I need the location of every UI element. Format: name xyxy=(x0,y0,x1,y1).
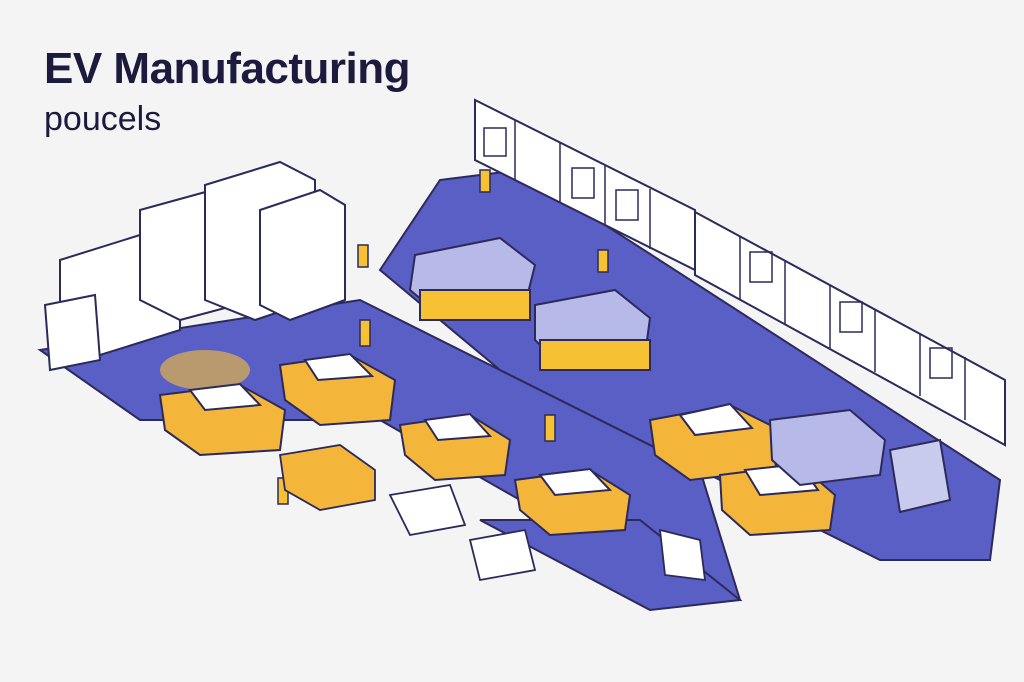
page-subtitle: poucels xyxy=(44,100,162,138)
car-row xyxy=(158,352,837,537)
welding-glow xyxy=(160,350,250,390)
car-5 xyxy=(648,402,782,482)
workers xyxy=(277,169,609,505)
wall-panels xyxy=(483,120,966,420)
car-2 xyxy=(278,352,397,427)
car-4 xyxy=(513,467,632,537)
car-3 xyxy=(398,412,512,482)
body-shells xyxy=(408,236,952,514)
equipment xyxy=(278,444,707,582)
car-1 xyxy=(158,382,287,457)
machine-blocks xyxy=(43,160,346,372)
page-title: EV Manufacturing xyxy=(44,44,411,93)
